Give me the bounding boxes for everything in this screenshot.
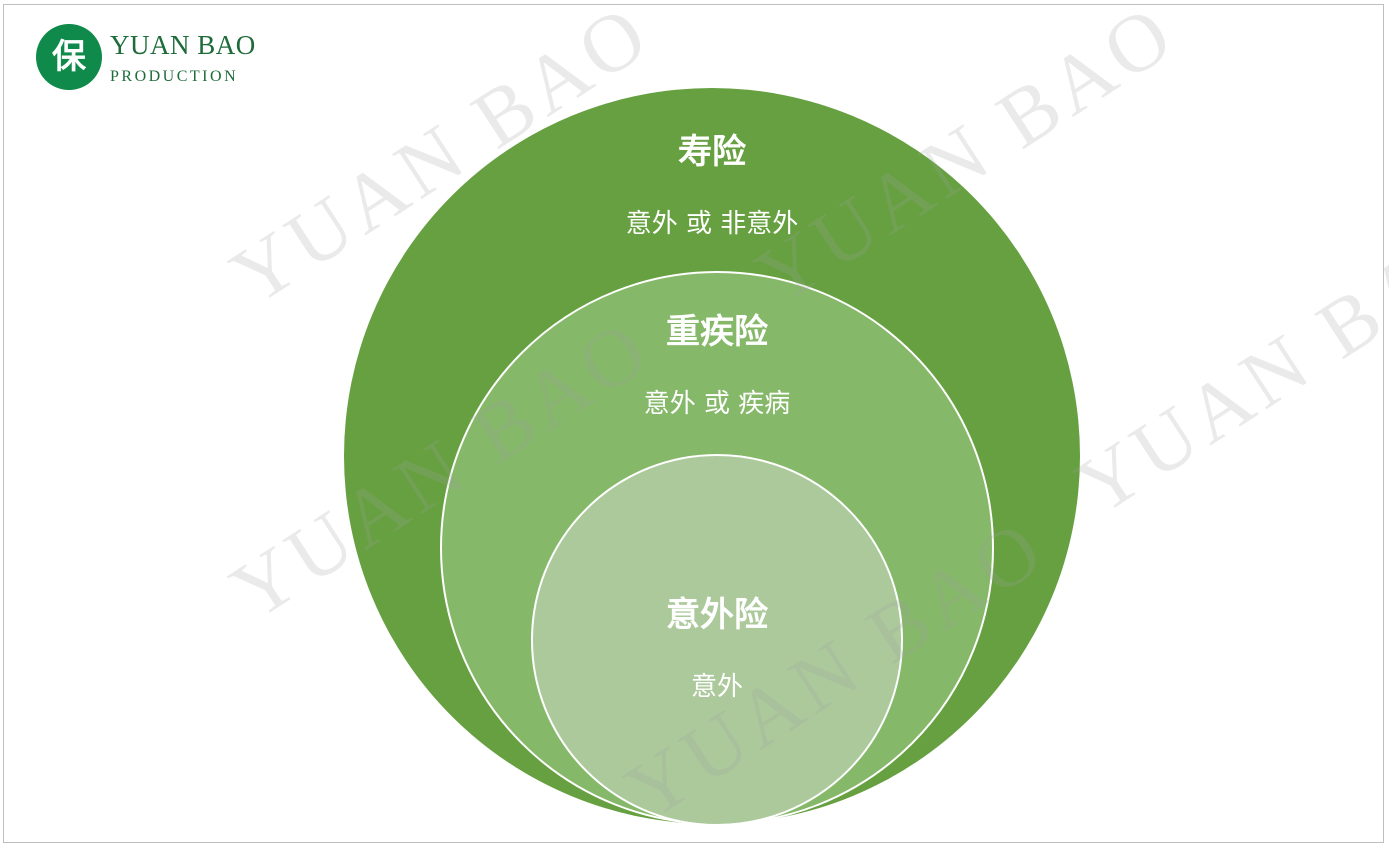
- logo-mark-icon: 保: [36, 24, 102, 90]
- inner-circle-title: 意外险: [666, 595, 768, 635]
- logo-subname: PRODUCTION: [110, 68, 239, 85]
- outer-circle-subtitle: 意外 或 非意外: [625, 209, 799, 239]
- inner-circle-subtitle: 意外: [690, 672, 743, 702]
- logo-name: YUAN BAO: [110, 30, 256, 60]
- outer-circle-title: 寿险: [678, 132, 746, 172]
- brand-logo: 保 YUAN BAO PRODUCTION: [36, 24, 276, 94]
- middle-circle-title: 重疾险: [666, 312, 768, 352]
- middle-circle-subtitle: 意外 或 疾病: [643, 389, 791, 419]
- inner-circle-accident: [531, 454, 903, 826]
